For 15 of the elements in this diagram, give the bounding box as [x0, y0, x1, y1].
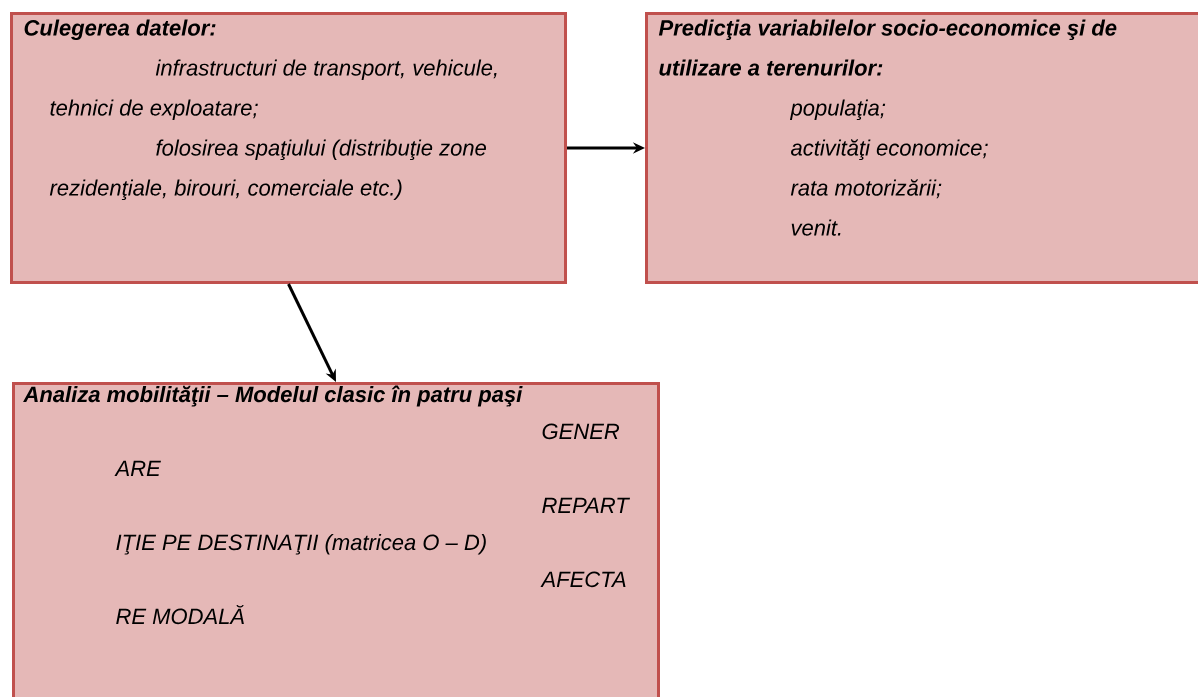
- list-item: GENER ARE: [114, 423, 620, 476]
- list-item: populaţia;: [789, 99, 886, 120]
- text-box: [10, 12, 567, 284]
- list-item: venit.: [791, 219, 841, 236]
- list-item: REPART IŢIE PE DESTINAŢII (matricea O – D): [116, 497, 630, 555]
- list-item: AFECTA RE MODALĂ: [116, 571, 626, 625]
- text-box: [645, 12, 1198, 284]
- list-item: folosirea spaţiului (distribuţie zone rezidenţiale, birouri, comerciale etc.): [49, 139, 486, 200]
- heading-text: Analiza mobilităţii – Modelul clasic în patru paşi: [23, 385, 523, 407]
- list-item: rata motorizării;: [790, 179, 942, 199]
- heading-text: Culegerea datelor:: [24, 19, 216, 40]
- text-box: [12, 382, 660, 697]
- list-item: infrastructuri de transport, vehicule, tehnici de exploatare;: [50, 59, 497, 120]
- list-item: activităţi economice;: [791, 139, 988, 160]
- heading-text: Predicţia variabilelor socio-economice şi de utilizare a terenurilor:: [658, 19, 1117, 76]
